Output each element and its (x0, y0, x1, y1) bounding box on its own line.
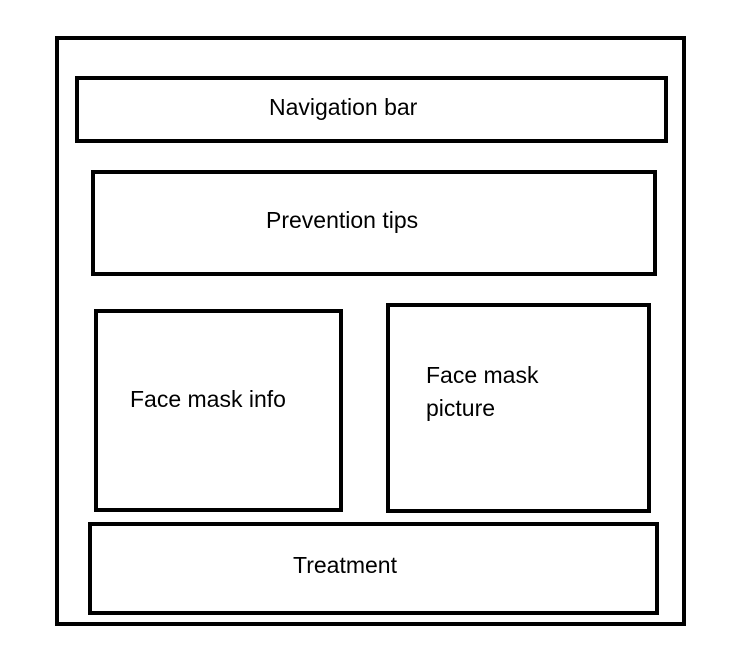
face-mask-info-label: Face mask info (130, 386, 286, 412)
prevention-tips-box (91, 170, 657, 276)
navigation-bar-label: Navigation bar (269, 94, 418, 120)
face-mask-info-box (94, 309, 343, 512)
prevention-tips-label: Prevention tips (266, 207, 419, 233)
face-mask-picture-box (386, 303, 651, 513)
treatment-box (88, 522, 659, 615)
navigation-bar-box (75, 76, 668, 143)
face-mask-picture-label: Face mask picture (426, 362, 539, 421)
treatment-label: Treatment (293, 552, 397, 578)
